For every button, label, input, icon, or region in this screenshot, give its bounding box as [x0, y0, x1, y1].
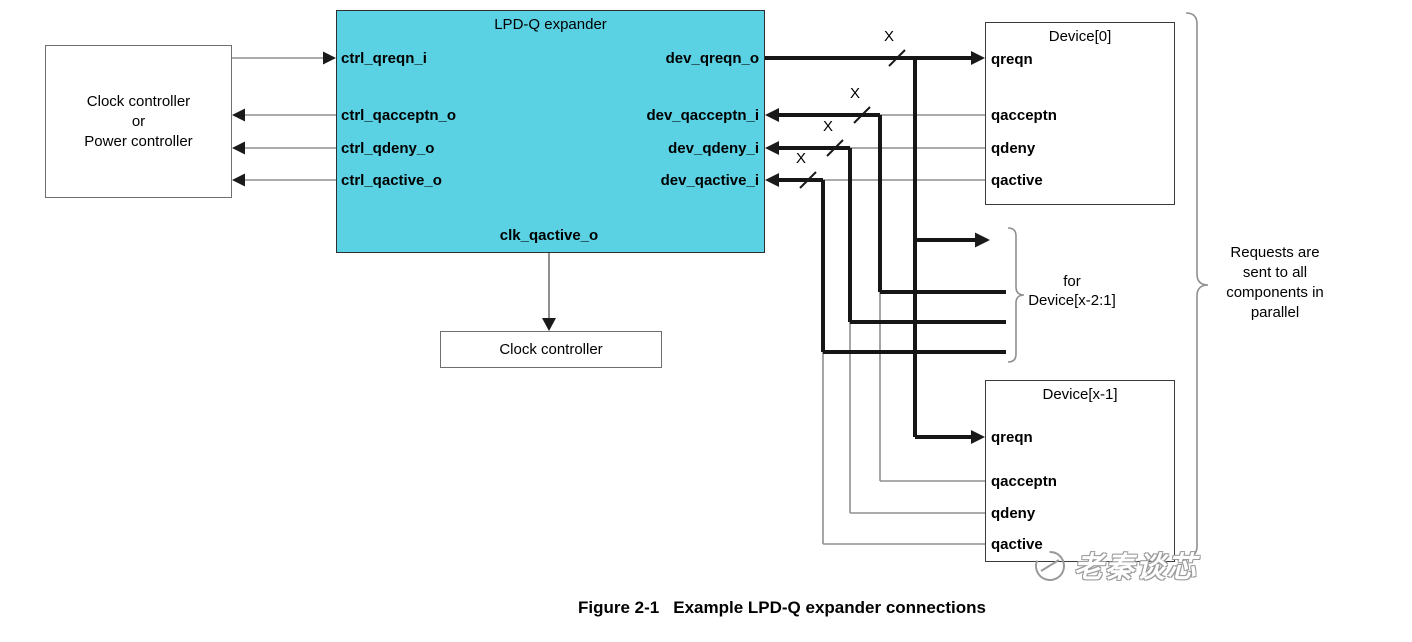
clock-controller-label: Clock controller	[499, 340, 603, 358]
device0-port-qreqn: qreqn	[991, 51, 1033, 68]
clock-controller-box: Clock controller	[440, 331, 662, 368]
middle-devices-label-line2: Device[x-2:1]	[1028, 292, 1116, 309]
bus-width-slash	[826, 139, 844, 157]
bus-width-slash	[799, 171, 817, 189]
clk-qactive-wire	[542, 253, 556, 331]
port-dev-qactive-i: dev_qactive_i	[660, 172, 759, 189]
port-ctrl-qreqn-i: ctrl_qreqn_i	[341, 50, 427, 67]
arrowhead-into-expander-qdeny	[765, 141, 779, 155]
dev-qreqn-bus	[765, 51, 990, 444]
dev-qdeny-bus	[765, 141, 1006, 324]
devicex-port-qdeny: qdeny	[991, 505, 1036, 522]
port-dev-qreqn-o: dev_qreqn_o	[665, 50, 759, 67]
device0-port-qacceptn: qacceptn	[991, 107, 1057, 124]
watermark-logo-icon	[1035, 551, 1065, 581]
note-line-1: Requests are	[1230, 244, 1320, 261]
parallel-requests-note: Requests are sent to all components in p…	[1205, 243, 1345, 323]
arrowhead-into-devicex-qreqn	[971, 430, 985, 444]
lpdq-expander-box	[336, 10, 765, 253]
bus-width-label-qdeny: X	[823, 118, 834, 135]
watermark: 老秦谈芯	[1030, 544, 1198, 586]
device0-title: Device[0]	[1048, 28, 1112, 45]
note-line-2: sent to all	[1242, 264, 1308, 281]
watermark-text: 老秦谈芯	[1074, 552, 1199, 584]
figure-caption-title: Example LPD-Q expander connections	[673, 598, 986, 617]
ctrl-wires	[232, 51, 336, 187]
devicex-title: Device[x-1]	[1042, 386, 1118, 403]
device0-box	[985, 22, 1175, 205]
clock-or-power-controller-label: Clock controller or Power controller	[84, 92, 192, 152]
port-ctrl-qactive-o: ctrl_qactive_o	[341, 172, 442, 189]
arrowhead-into-device0-qreqn	[971, 51, 985, 65]
devicex-port-qreqn: qreqn	[991, 429, 1033, 446]
device0-port-qactive: qactive	[991, 172, 1043, 189]
bus-width-label-qacceptn: X	[850, 85, 861, 102]
figure-caption-number: Figure 2-1	[578, 598, 660, 617]
note-line-3: components in	[1226, 284, 1324, 301]
dev-qactive-bus	[765, 173, 1006, 354]
bus-width-label-qreqn: X	[884, 28, 895, 45]
port-clk-qactive-o: clk_qactive_o	[499, 227, 599, 244]
port-ctrl-qdeny-o: ctrl_qdeny_o	[341, 140, 435, 157]
device-thin-wires	[822, 114, 985, 545]
controller-line-1: Clock controller	[86, 92, 191, 110]
bus-width-label-qactive: X	[796, 150, 807, 167]
arrowhead-into-controller	[232, 141, 245, 155]
bus-width-slash	[888, 49, 906, 67]
controller-line-2: or	[131, 112, 146, 130]
arrowhead-into-expander-qacceptn	[765, 108, 779, 122]
device0-port-qdeny: qdeny	[991, 140, 1036, 157]
arrowhead-into-clock-controller	[542, 318, 556, 331]
expander-title: LPD-Q expander	[494, 16, 607, 33]
note-line-4: parallel	[1250, 304, 1300, 321]
controller-line-3: Power controller	[84, 132, 193, 150]
arrowhead-into-expander-qactive	[765, 173, 779, 187]
bus-width-slashes	[799, 49, 906, 189]
port-dev-qdeny-i: dev_qdeny_i	[668, 140, 759, 157]
clock-or-power-controller-box: Clock controller or Power controller	[45, 45, 232, 198]
port-ctrl-qacceptn-o: ctrl_qacceptn_o	[341, 107, 457, 124]
bus-width-slash	[853, 106, 871, 124]
figure-caption: Figure 2-1 Example LPD-Q expander connect…	[578, 598, 986, 618]
arrowhead-into-controller	[232, 173, 245, 187]
middle-devices-label-line1: for	[1063, 273, 1081, 290]
middle-devices-label: for Device[x-2:1]	[1012, 272, 1132, 310]
dev-qacceptn-bus	[765, 108, 1006, 294]
arrowhead-into-middle-devices	[975, 232, 990, 248]
arrowhead-into-expander	[323, 51, 336, 65]
devicex-box	[985, 380, 1175, 562]
devicex-port-qacceptn: qacceptn	[991, 473, 1057, 490]
arrowhead-into-controller	[232, 108, 245, 122]
port-dev-qacceptn-i: dev_qacceptn_i	[646, 107, 759, 124]
devicex-port-qactive: qactive	[991, 536, 1043, 553]
